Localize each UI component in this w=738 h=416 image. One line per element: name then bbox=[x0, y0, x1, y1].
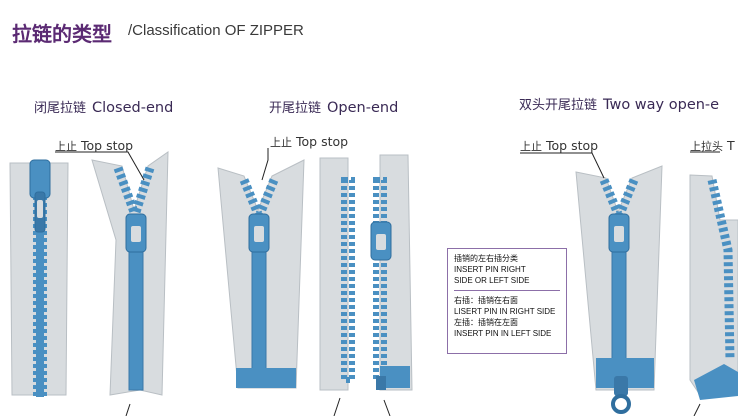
page-title-cn: 拉链的类型 bbox=[12, 22, 112, 46]
info-line-4: 右插：插销在右面 bbox=[454, 296, 518, 305]
section-two-way-en: Two way open-e bbox=[603, 97, 720, 113]
info-line-1: 插销的左右插分类 bbox=[454, 254, 518, 263]
zipper-pin-box bbox=[380, 366, 410, 388]
zipper-teeth-right bbox=[615, 178, 639, 216]
info-line-7: INSERT PIN IN LEFT SIDE bbox=[454, 329, 552, 338]
closed-end-straight-zipper bbox=[9, 159, 69, 397]
label-top-stop-3-cn: 上止 bbox=[520, 140, 542, 153]
section-closed-end-en: Closed-end bbox=[92, 100, 174, 116]
zipper-chain bbox=[128, 249, 144, 391]
label-top-stop-3: 上止 Top stop bbox=[520, 138, 598, 154]
section-open-end-cn: 开尾拉链 bbox=[269, 101, 322, 116]
label-top-stop-2: 上止 Top stop bbox=[270, 134, 348, 150]
open-end-separated-zipper bbox=[319, 154, 413, 391]
leader-lines bbox=[55, 148, 720, 416]
leader-top-stop-3 bbox=[520, 152, 605, 179]
two-way-open-end-zipper bbox=[575, 165, 663, 414]
zipper-teeth-left bbox=[113, 166, 139, 214]
zipper-slider bbox=[248, 213, 270, 253]
zipper-slider bbox=[125, 213, 147, 253]
label-top-stop-2-cn: 上止 bbox=[270, 136, 292, 149]
label-top-stop-3-en: Top stop bbox=[546, 138, 599, 153]
open-end-closed-zipper bbox=[217, 159, 305, 389]
zipper-bottom-slider bbox=[611, 376, 631, 414]
zipper-teeth-left bbox=[599, 178, 623, 216]
leader-top-stop-1 bbox=[55, 151, 145, 181]
leader-bottom-3 bbox=[383, 399, 391, 416]
label-top-stop-1-cn: 上止 bbox=[55, 140, 77, 153]
zipper-teeth-left bbox=[239, 178, 263, 216]
info-line-3: SIDE OR LEFT SIDE bbox=[454, 276, 530, 285]
section-closed-end: 闭尾拉链 Closed-end bbox=[34, 97, 173, 116]
zipper-teeth-right bbox=[131, 166, 155, 214]
info-line-5: LISERT PIN IN RIGHT SIDE bbox=[454, 307, 556, 316]
zipper-chain bbox=[611, 249, 627, 361]
insert-pin-info-box: 插销的左右插分类 INSERT PIN RIGHT SIDE OR LEFT S… bbox=[447, 248, 567, 354]
section-two-way: 双头开尾拉链 Two way open-e bbox=[519, 94, 719, 113]
two-way-open-end-zipper-partial bbox=[689, 174, 738, 400]
zipper-top-slider bbox=[608, 213, 630, 253]
label-top-slider-cn: 上拉头 bbox=[690, 140, 723, 153]
leader-bottom-1 bbox=[125, 403, 131, 416]
info-line-2: INSERT PIN RIGHT bbox=[454, 265, 526, 274]
leader-top-stop-2 bbox=[261, 148, 269, 181]
zipper-teeth bbox=[707, 178, 735, 361]
zipper-insert-pin bbox=[376, 376, 386, 390]
label-top-stop-1-en: Top stop bbox=[81, 138, 134, 153]
leader-bottom-4 bbox=[693, 403, 701, 416]
label-top-slider: 上拉头 T bbox=[690, 138, 735, 154]
zipper-chain-edge bbox=[36, 185, 44, 397]
page-title-en: /Classification OF ZIPPER bbox=[128, 22, 304, 39]
zipper-chain bbox=[251, 249, 267, 371]
info-line-6: 左插：插销在左面 bbox=[454, 318, 518, 327]
label-top-slider-en: T bbox=[727, 138, 735, 153]
zipper-bottom-box bbox=[694, 364, 738, 400]
section-open-end: 开尾拉链 Open-end bbox=[269, 97, 398, 116]
zipper-retaining-box bbox=[236, 368, 296, 388]
section-open-end-en: Open-end bbox=[327, 100, 399, 116]
section-two-way-cn: 双头开尾拉链 bbox=[519, 98, 598, 113]
zipper-chain-left bbox=[341, 177, 355, 383]
section-closed-end-cn: 闭尾拉链 bbox=[34, 101, 87, 116]
closed-end-open-zipper bbox=[91, 151, 169, 396]
info-divider bbox=[454, 290, 560, 291]
zipper-slider bbox=[29, 159, 51, 233]
label-top-stop-2-en: Top stop bbox=[296, 134, 349, 149]
zipper-tape-right bbox=[379, 154, 413, 391]
zipper-teeth-right bbox=[255, 178, 279, 216]
leader-bottom-2 bbox=[333, 397, 341, 416]
label-top-stop-1: 上止 Top stop bbox=[55, 138, 133, 154]
zipper-slider bbox=[370, 221, 392, 261]
